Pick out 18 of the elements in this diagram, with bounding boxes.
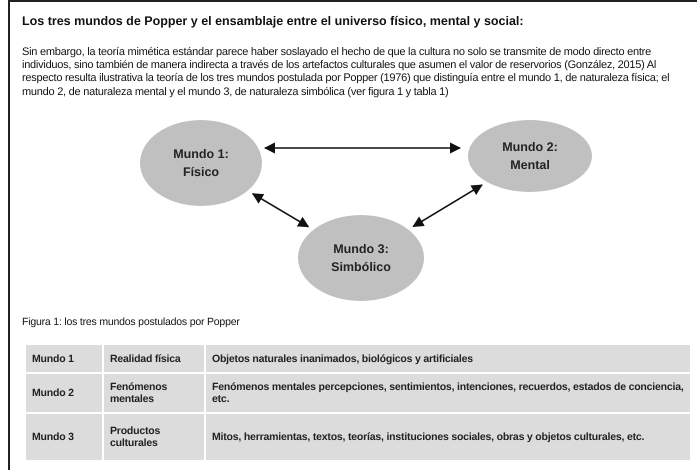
table-cell: Mundo 3 bbox=[26, 414, 102, 460]
table-cell: Mundo 1 bbox=[26, 345, 102, 372]
double-arrow bbox=[252, 193, 310, 228]
table-cell: Objetos naturales inanimados, biológicos y artificiales bbox=[206, 345, 690, 372]
table-cell: Fenómenos mentales bbox=[104, 374, 204, 412]
table-cell: Fenómenos mentales percepciones, sentimientos, intenciones, recuerdos, estados de conciencia, etc. bbox=[206, 374, 690, 412]
double-arrow bbox=[264, 142, 462, 154]
table-cell: Mitos, herramientas, textos, teorías, instituciones sociales, obras y objetos culturales, etc. bbox=[206, 414, 690, 460]
heading: Los tres mundos de Popper y el ensamblaje entre el universo físico, mental y social: bbox=[22, 14, 524, 28]
world-ellipse: Mundo 2: Mental bbox=[468, 120, 592, 192]
figure-caption: Figura 1: los tres mundos postulados por Popper bbox=[22, 316, 240, 328]
table-cell: Productos culturales bbox=[104, 414, 204, 460]
world-ellipse: Mundo 1: Físico bbox=[140, 120, 262, 206]
table-cell: Mundo 2 bbox=[26, 374, 102, 412]
paragraph: Sin embargo, la teoría mimética estándar parece haber soslayado el hecho de que la cultura no solo se transmite de modo directo entre individuos, sino también de manera indirecta a través de los artefactos culturales que asumen el valor de reservorios (González, 2015) Al respecto resulta ilustrativa la teoría de los tres mundos postulada por Popper (1976) que distinguía entre el mundo 1, de naturaleza física; el mundo 2, de naturaleza mental y el mundo 3, de naturaleza simbólica (ver figura 1 y tabla 1) bbox=[22, 46, 670, 99]
world-ellipse: Mundo 3: Simbólico bbox=[298, 215, 424, 301]
table-cell: Realidad física bbox=[104, 345, 204, 372]
double-arrow bbox=[412, 184, 483, 228]
